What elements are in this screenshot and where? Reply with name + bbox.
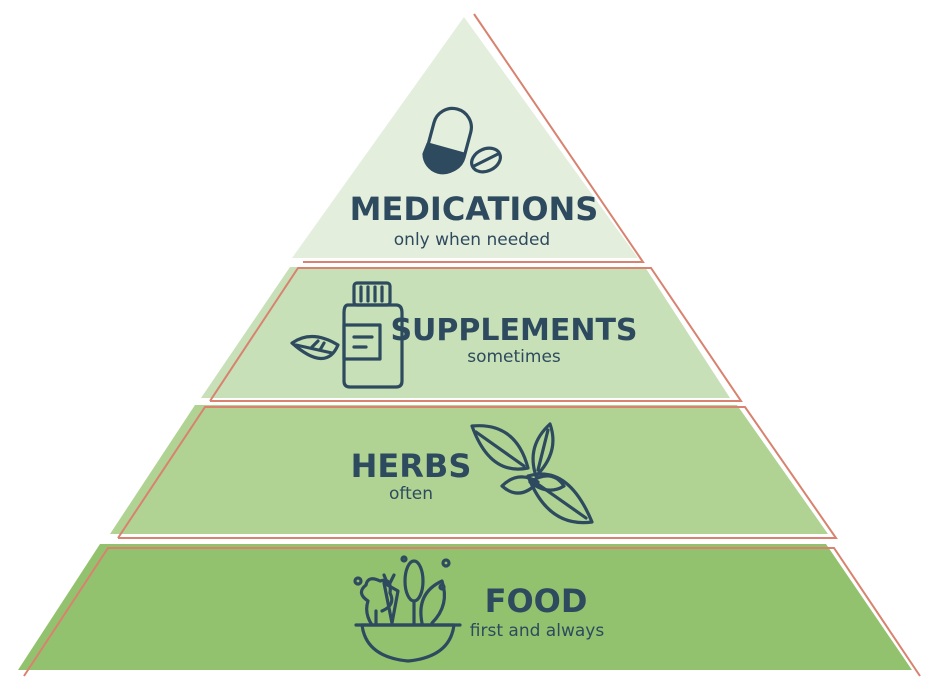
tier-supplements: SUPPLEMENTS sometimes bbox=[201, 267, 743, 402]
tier-medications: MEDICATIONS only when needed bbox=[292, 13, 645, 263]
tier-herbs-subtitle: often bbox=[389, 484, 433, 504]
tier-supplements-title: SUPPLEMENTS bbox=[390, 313, 637, 348]
supplement-bottle-icon bbox=[290, 281, 404, 389]
tier-herbs: HERBS often bbox=[110, 405, 838, 539]
tier-herbs-fill bbox=[110, 405, 828, 534]
tier-supplements-subtitle: sometimes bbox=[467, 347, 561, 367]
tier-food-title: FOOD bbox=[485, 582, 588, 620]
tier-medications-outline bbox=[303, 13, 645, 263]
tier-medications-fill bbox=[292, 17, 638, 258]
tier-herbs-title: HERBS bbox=[351, 447, 472, 485]
tier-supplements-fill bbox=[201, 267, 730, 398]
tier-food-fill bbox=[18, 544, 912, 670]
tier-supplements-outline bbox=[209, 267, 743, 402]
tier-medications-title: MEDICATIONS bbox=[350, 190, 599, 228]
tier-food-subtitle: first and always bbox=[470, 621, 605, 641]
tier-food: FOOD first and always bbox=[18, 544, 921, 677]
pills-icon bbox=[422, 106, 502, 175]
food-bowl-icon bbox=[353, 555, 462, 663]
herb-leaves-icon bbox=[470, 422, 594, 525]
tier-medications-subtitle: only when needed bbox=[394, 230, 550, 250]
tier-food-outline bbox=[23, 547, 921, 677]
tier-herbs-outline bbox=[117, 406, 838, 539]
